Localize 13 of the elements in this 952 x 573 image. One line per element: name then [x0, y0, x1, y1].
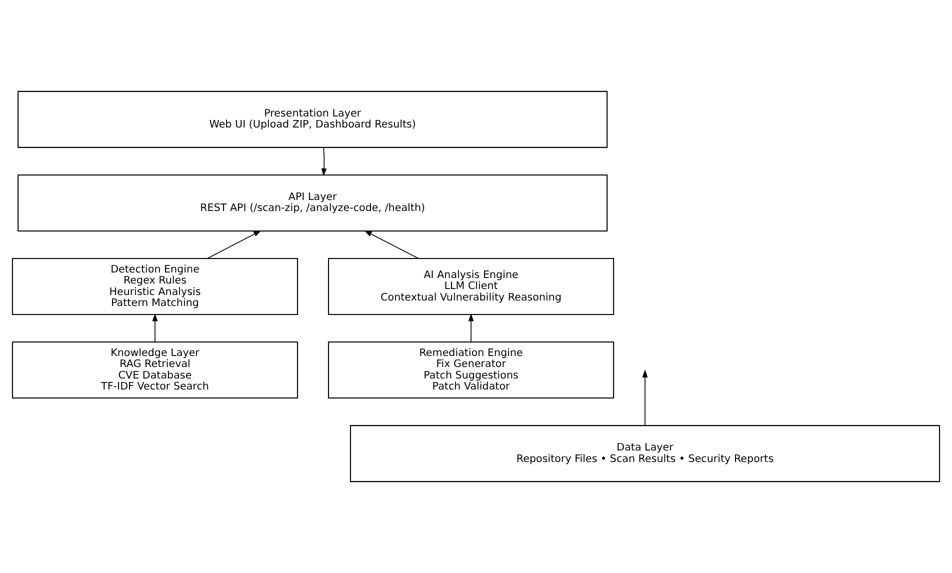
arrow: [364, 230, 419, 259]
arrow: [321, 147, 327, 176]
node-box: API Layer REST API (/scan-zip, /analyze-code, /health): [18, 174, 608, 232]
node-box: Data Layer Repository Files • Scan Results • Security Reports: [350, 425, 940, 482]
arrow: [206, 230, 262, 259]
arrow: [152, 313, 158, 342]
node-box: Presentation Layer Web UI (Upload ZIP, Dashboard Results): [18, 90, 608, 148]
arrow: [642, 370, 648, 426]
arrow: [468, 313, 474, 342]
node-box: AI Analysis Engine LLM Client Contextual Vulnerability Reasoning: [328, 258, 614, 315]
node-box: Detection Engine Regex Rules Heuristic Analysis Pattern Matching: [12, 258, 298, 315]
node-box: Remediation Engine Fix Generator Patch Suggestions Patch Validator: [328, 342, 614, 399]
node-box: Knowledge Layer RAG Retrieval CVE Database TF-IDF Vector Search: [12, 342, 298, 399]
